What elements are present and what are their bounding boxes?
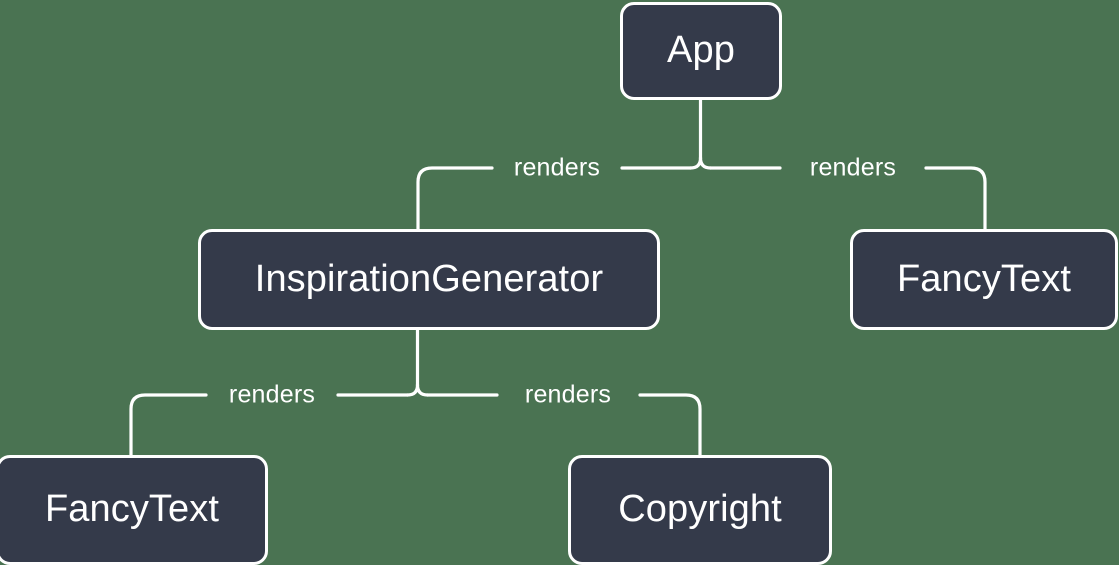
- node-inspiration-generator-label: InspirationGenerator: [254, 257, 604, 300]
- node-fancytext-bottom[interactable]: FancyText: [0, 455, 268, 565]
- edge-inspiration-to-fancytext-elbow: [129, 393, 208, 457]
- node-fancytext-right-label: FancyText: [896, 257, 1072, 300]
- edge-label-inspiration-to-copyright: renders: [524, 380, 612, 409]
- node-inspiration-generator[interactable]: InspirationGenerator: [198, 229, 660, 330]
- edge-label-app-to-fancytext: renders: [809, 153, 897, 182]
- node-app[interactable]: App: [620, 2, 782, 100]
- edge-app-junction-right: [698, 156, 713, 170]
- edge-app-to-inspiration-elbow: [416, 166, 494, 231]
- edge-label-app-to-inspiration: renders: [513, 153, 601, 182]
- edge-label-inspiration-to-fancytext: renders: [228, 380, 316, 409]
- edge-inspiration-to-copyright-elbow: [638, 393, 702, 457]
- node-copyright-label: Copyright: [618, 488, 782, 530]
- node-fancytext-bottom-label: FancyText: [44, 488, 220, 530]
- edge-app-to-fancytext-elbow: [924, 166, 987, 231]
- node-copyright[interactable]: Copyright: [568, 455, 832, 565]
- edge-inspiration-junction-right: [415, 383, 430, 397]
- node-fancytext-right[interactable]: FancyText: [850, 229, 1118, 330]
- node-app-label: App: [667, 29, 735, 71]
